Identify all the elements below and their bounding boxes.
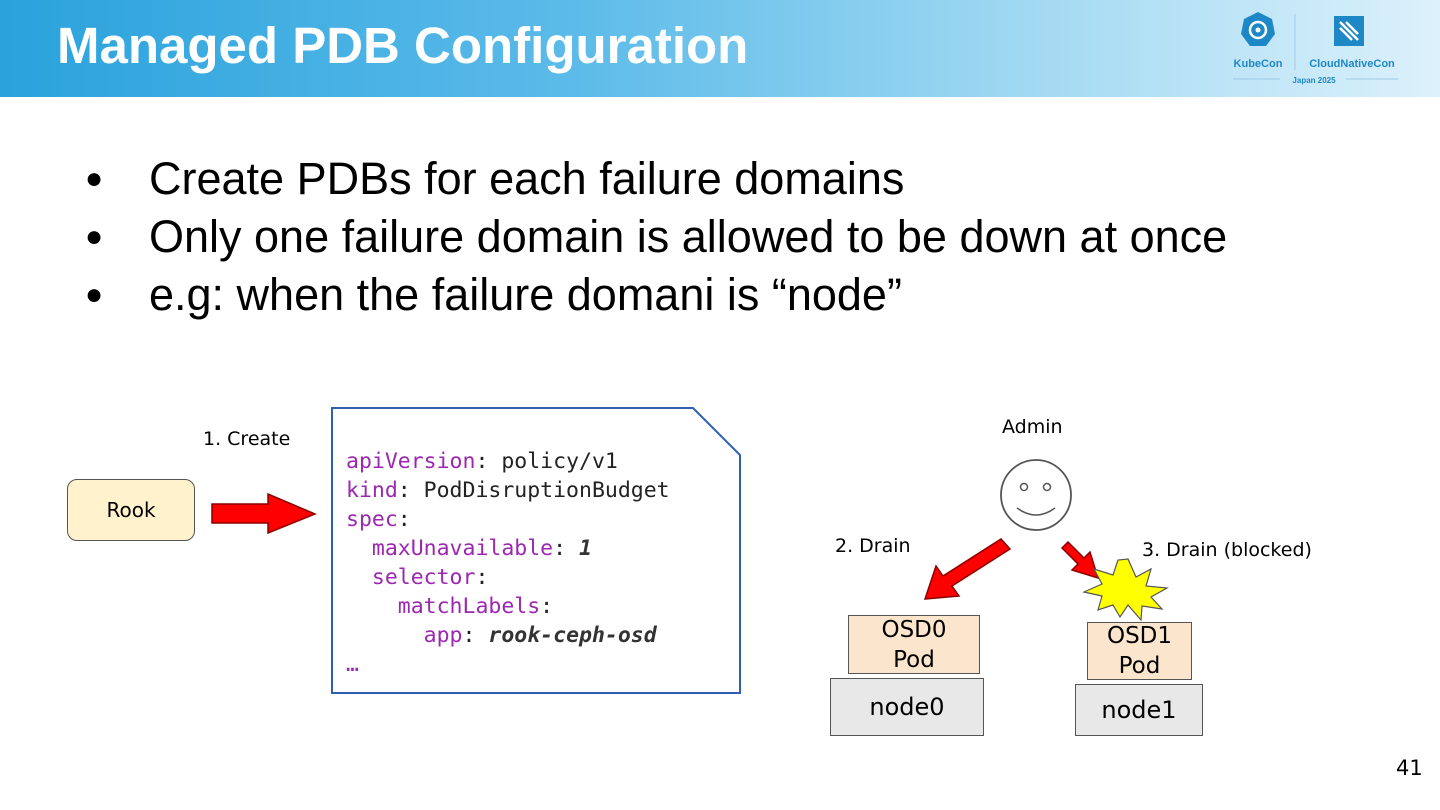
bullet-item: ● e.g: when the failure domani is “node” <box>85 266 1227 324</box>
yaml-key: spec <box>346 507 398 532</box>
node0-box: node0 <box>830 678 984 736</box>
bullet-list: ● Create PDBs for each failure domains ● O… <box>85 150 1227 324</box>
slide-title: Managed PDB Configuration <box>57 17 749 74</box>
bullet-item: ● Only one failure domain is allowed to b… <box>85 208 1227 266</box>
osd1-pod-box: OSD1 Pod <box>1087 622 1192 680</box>
yaml-key: app <box>423 623 463 648</box>
page-number: 41 <box>1396 756 1423 780</box>
rook-label: Rook <box>106 498 156 522</box>
bullet-dot: ● <box>85 220 104 253</box>
create-arrow <box>211 492 317 535</box>
logo-cloudnativecon-text: CloudNativeCon <box>1309 58 1395 70</box>
bullet-text: Create PDBs for each failure domains <box>149 153 905 204</box>
yaml-key: maxUnavailable <box>371 536 554 561</box>
yaml-document-shape <box>331 407 741 694</box>
kubecon-logo: KubeCon CloudNativeCon Japan 2025 <box>1233 12 1398 85</box>
osd0-pod-box: OSD0 Pod <box>848 615 980 674</box>
bullet-item: ● Create PDBs for each failure domains <box>85 150 1227 208</box>
logo-japan-text: Japan 2025 <box>1292 76 1336 85</box>
drain-label: 2. Drain <box>835 535 911 557</box>
drain-arrow <box>923 538 1012 600</box>
bullet-text: Only one failure domain is allowed to be… <box>149 211 1228 262</box>
blocked-burst-icon <box>1082 558 1169 622</box>
node1-box: node1 <box>1075 684 1203 736</box>
admin-smiley-icon <box>1000 459 1072 531</box>
yaml-key: kind <box>346 478 398 503</box>
rook-box: Rook <box>67 479 195 541</box>
blocked-drain-arrow <box>1060 540 1100 580</box>
osd0-label: OSD0 <box>881 616 947 643</box>
admin-label: Admin <box>1002 416 1063 438</box>
osd1-label: OSD1 <box>1106 623 1173 649</box>
header-bar <box>0 0 1440 97</box>
bullet-dot: ● <box>85 162 104 195</box>
node1-label: node1 <box>1101 696 1177 724</box>
osd1-pod-label: Pod <box>1118 653 1161 679</box>
yaml-value: policy/v1 <box>501 449 618 474</box>
logo-kubecon-text: KubeCon <box>1234 58 1283 70</box>
bullet-dot: ● <box>85 278 104 311</box>
yaml-ellipsis: … <box>346 652 359 677</box>
yaml-value: PodDisruptionBudget <box>423 478 670 503</box>
yaml-key: selector <box>371 565 476 590</box>
osd0-pod-label: Pod <box>893 646 935 673</box>
node0-label: node0 <box>869 693 945 721</box>
yaml-code-block: apiVersion: policy/v1 kind: PodDisruptio… <box>346 449 670 677</box>
yaml-key: matchLabels <box>397 594 541 619</box>
bullet-text: e.g: when the failure domani is “node” <box>149 269 902 320</box>
yaml-key: apiVersion <box>346 449 476 474</box>
create-label: 1. Create <box>203 428 291 450</box>
cncf-icon <box>1334 16 1364 46</box>
kubecon-helm-icon <box>1241 12 1275 46</box>
drain-blocked-label: 3. Drain (blocked) <box>1142 539 1312 561</box>
yaml-value: 1 <box>579 536 592 561</box>
yaml-value: rook-ceph-osd <box>488 623 657 648</box>
